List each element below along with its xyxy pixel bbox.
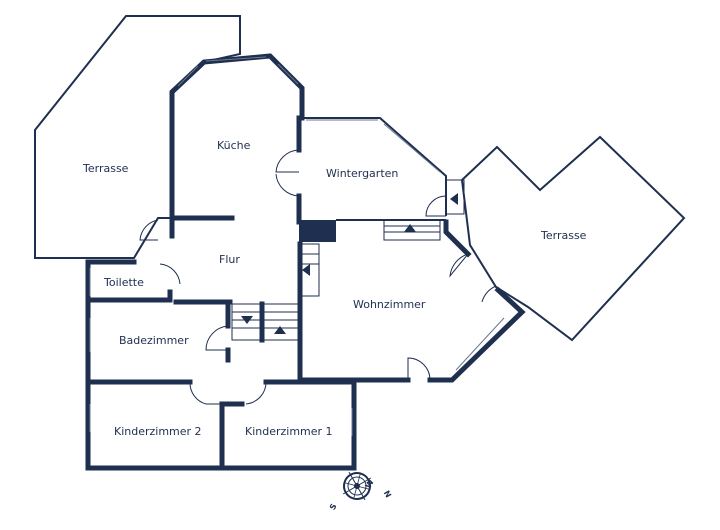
label-flur: Flur [219, 253, 240, 266]
stair-main-right [261, 303, 299, 341]
label-wintergarten: Wintergarten [326, 167, 398, 180]
step-arrow-1 [404, 224, 416, 232]
wg-terrace-door [425, 195, 447, 217]
label-kueche: Küche [217, 139, 251, 152]
kitchen-window-top [205, 56, 267, 62]
wohnzimmer-door-arc-1 [449, 253, 469, 278]
terrace-left-outline [34, 15, 241, 259]
stair-flur-right [298, 243, 320, 297]
toilette-door [159, 263, 181, 285]
step-arrow-up [274, 326, 286, 334]
label-kinderzimmer1: Kinderzimmer 1 [245, 425, 333, 438]
compass-s: S [328, 502, 339, 512]
kitchen-window-left [177, 65, 199, 87]
wohnzimmer-right-wall [443, 219, 472, 258]
flur-door-left [139, 219, 159, 241]
wohnzimmer-right-lower [427, 286, 526, 383]
label-wohnzimmer: Wohnzimmer [353, 298, 426, 311]
label-toilette: Toilette [103, 276, 144, 289]
compass-icon [342, 471, 372, 501]
step-arrow-2 [450, 193, 458, 205]
kitchen-door-2 [275, 173, 300, 197]
step-arrow-down [241, 316, 253, 324]
label-kinderzimmer2: Kinderzimmer 2 [114, 425, 202, 438]
kitchen-window-right [277, 63, 299, 85]
compass-n: N [382, 489, 393, 499]
kinderzimmer1-wall-2 [219, 379, 357, 471]
chimney [299, 220, 336, 242]
wohnzimmer-window [455, 317, 505, 371]
label-terrasse-right: Terrasse [540, 229, 587, 242]
kitchen-door [275, 149, 300, 173]
wohnzimmer-door-bottom [407, 357, 431, 381]
wintergarten-step [383, 219, 441, 241]
kind1-door [245, 381, 267, 405]
compass-w: W [364, 478, 376, 490]
label-terrasse-left: Terrasse [82, 162, 129, 175]
bad-door [205, 325, 229, 351]
step-arrow-3 [302, 264, 310, 276]
terrace-right-outline [460, 135, 686, 342]
kitchen-wall [169, 53, 305, 221]
kinderzimmer2-wall [85, 379, 225, 471]
wg-terrace-step [445, 179, 465, 215]
label-badezimmer: Badezimmer [119, 334, 189, 347]
wohnzimmer-door-arc-2 [481, 285, 497, 303]
kind2-door [189, 381, 222, 405]
wintergarten-window-diag [383, 123, 441, 173]
